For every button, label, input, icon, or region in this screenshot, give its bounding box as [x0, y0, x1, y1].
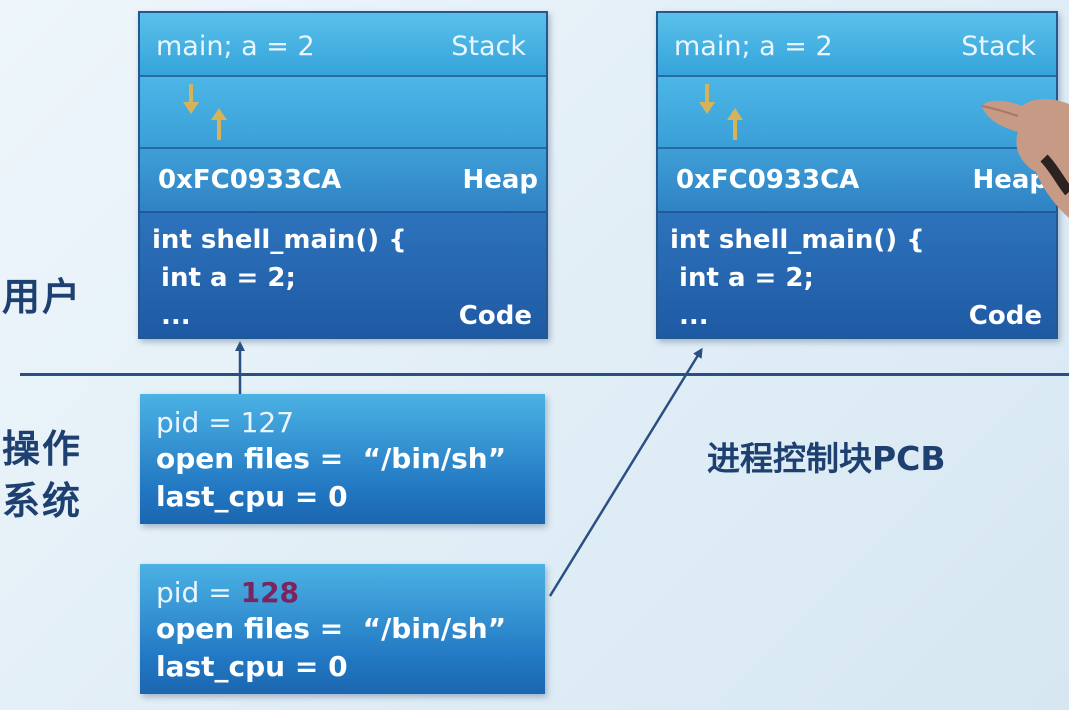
- user-kernel-divider: [20, 373, 1069, 376]
- os-space-label-line1: 操作: [2, 427, 83, 471]
- stack-label: Stack: [961, 31, 1036, 62]
- pcb-last-cpu: last_cpu = 0: [156, 650, 348, 683]
- process-memory-image-2: main; a = 2 Stack 0xFC0933CA Heap int sh…: [656, 11, 1058, 339]
- code-segment: int shell_main() { int a = 2; ... Code: [140, 213, 546, 337]
- pid-value: 127: [240, 406, 295, 439]
- heap-segment: 0xFC0933CA Heap: [658, 149, 1056, 213]
- process-memory-image-1: main; a = 2 Stack 0xFC0933CA Heap int sh…: [138, 11, 548, 339]
- pcb-block-2: pid = 128 open files = “/bin/sh” last_cp…: [140, 564, 545, 694]
- free-space-segment: [140, 77, 546, 149]
- stack-segment: main; a = 2 Stack: [140, 13, 546, 77]
- code-line-2: int a = 2;: [670, 263, 814, 293]
- stack-content: main; a = 2: [156, 31, 315, 62]
- stack-segment: main; a = 2 Stack: [658, 13, 1056, 77]
- pcb-open-files: open files = “/bin/sh”: [156, 612, 507, 645]
- heap-content: 0xFC0933CA: [158, 165, 342, 195]
- pcb-block-1: pid = 127 open files = “/bin/sh” last_cp…: [140, 394, 545, 524]
- code-line-2: int a = 2;: [152, 263, 296, 293]
- heap-content: 0xFC0933CA: [676, 165, 860, 195]
- code-label: Code: [458, 301, 532, 331]
- stack-content: main; a = 2: [674, 31, 833, 62]
- stack-label: Stack: [451, 31, 526, 62]
- user-space-label: 用户: [2, 275, 83, 319]
- pcb-pid-line: pid = 128: [156, 576, 299, 609]
- heap-label: Heap: [462, 165, 538, 195]
- pid-value-highlighted: 128: [240, 576, 300, 609]
- pid-prefix: pid =: [156, 576, 241, 609]
- code-line-3: ...: [670, 301, 709, 331]
- pcb-open-files: open files = “/bin/sh”: [156, 442, 507, 475]
- pid-prefix: pid =: [156, 406, 241, 439]
- code-label: Code: [968, 301, 1042, 331]
- stack-growth-arrows-1: [183, 84, 227, 140]
- pcb-caption: 进程控制块PCB: [707, 439, 946, 478]
- code-line-3: ...: [152, 301, 191, 331]
- code-line-1: int shell_main() {: [152, 225, 407, 255]
- pcb-last-cpu: last_cpu = 0: [156, 480, 348, 513]
- code-line-1: int shell_main() {: [670, 225, 925, 255]
- stack-growth-arrows-2: [699, 84, 743, 140]
- code-segment: int shell_main() { int a = 2; ... Code: [658, 213, 1056, 337]
- heap-segment: 0xFC0933CA Heap: [140, 149, 546, 213]
- pcb2-to-memory-arrow: [548, 347, 703, 597]
- pointing-hand-icon: [981, 99, 1069, 218]
- pcb-pid-line: pid = 127: [156, 406, 294, 439]
- os-space-label-line2: 系统: [2, 479, 83, 523]
